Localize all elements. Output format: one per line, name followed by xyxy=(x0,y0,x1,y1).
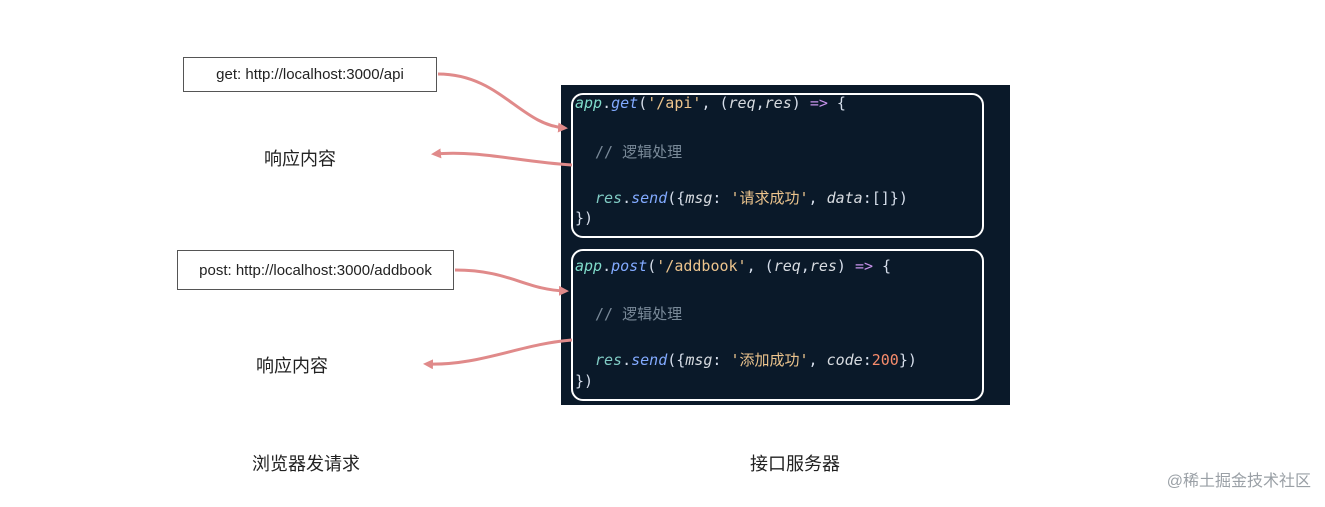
code-token: ({ xyxy=(667,189,686,207)
code-token: { xyxy=(873,257,892,275)
code-token: : xyxy=(712,351,731,369)
post-request-arrow xyxy=(454,268,569,296)
code-token: res xyxy=(764,94,792,112)
code-token: { xyxy=(827,94,846,112)
code-token: req xyxy=(728,94,756,112)
response-label-post: 响应内容 xyxy=(256,356,328,376)
code-token: : xyxy=(712,189,731,207)
code-token: code xyxy=(826,351,863,369)
code-token: '添加成功' xyxy=(730,351,809,369)
code-token: post xyxy=(611,257,648,275)
code-token: app xyxy=(575,257,603,275)
code-token: ( xyxy=(647,257,657,275)
get-end-line: }) xyxy=(575,209,594,227)
code-token: '/api' xyxy=(647,94,702,112)
code-token: }) xyxy=(898,351,917,369)
watermark: @稀土掘金技术社区 xyxy=(1166,473,1311,490)
post-end-line: }) xyxy=(575,372,594,390)
code-token: . xyxy=(602,94,612,112)
post-route-line: app.post('/addbook', (req,res) => { xyxy=(575,257,891,275)
browser-caption: 浏览器发请求 xyxy=(252,454,360,474)
code-token: => xyxy=(854,257,874,275)
code-token: , xyxy=(800,257,810,275)
code-token: msg xyxy=(685,189,713,207)
code-token: , xyxy=(755,94,765,112)
code-token: req xyxy=(773,257,801,275)
code-token: : xyxy=(862,351,872,369)
post-route-block xyxy=(571,249,984,401)
post-response-arrow xyxy=(423,338,573,370)
post-request-label: post: http://localhost:3000/addbook xyxy=(199,261,432,279)
code-token: :[]}) xyxy=(862,189,908,207)
post-request-box: post: http://localhost:3000/addbook xyxy=(177,250,454,290)
code-token: app xyxy=(575,94,603,112)
get-request-arrow xyxy=(437,72,568,133)
get-route-block xyxy=(571,93,984,238)
code-token: '/addbook' xyxy=(656,257,747,275)
response-label-get: 响应内容 xyxy=(264,149,336,169)
code-token: ({ xyxy=(667,351,686,369)
get-request-label: get: http://localhost:3000/api xyxy=(216,66,404,83)
get-comment-line: // 逻辑处理 xyxy=(595,143,683,161)
get-route-line: app.get('/api', (req,res) => { xyxy=(575,94,846,112)
code-token: data xyxy=(826,189,863,207)
code-token: send xyxy=(631,189,668,207)
code-token: get xyxy=(611,94,639,112)
code-token: 200 xyxy=(871,351,899,369)
code-token: , xyxy=(808,351,827,369)
code-token: res xyxy=(595,189,623,207)
code-token: '请求成功' xyxy=(730,189,809,207)
code-token: . xyxy=(622,351,632,369)
get-send-line: res.send({msg: '请求成功', data:[]}) xyxy=(595,187,908,208)
code-token: res xyxy=(809,257,837,275)
get-response-arrow xyxy=(431,148,573,167)
code-token: send xyxy=(631,351,668,369)
get-request-box: get: http://localhost:3000/api xyxy=(183,57,437,92)
code-token: res xyxy=(595,351,623,369)
code-token: ( xyxy=(638,94,648,112)
server-caption: 接口服务器 xyxy=(750,454,840,474)
code-token: . xyxy=(602,257,612,275)
post-comment-line: // 逻辑处理 xyxy=(595,305,683,323)
server-code-panel: app.get('/api', (req,res) => { // 逻辑处理 r… xyxy=(561,85,1010,405)
code-token: ) xyxy=(791,94,810,112)
code-token: , ( xyxy=(701,94,729,112)
code-token: => xyxy=(809,94,828,112)
code-token: , ( xyxy=(746,257,774,275)
code-token: . xyxy=(622,189,632,207)
post-send-line: res.send({msg: '添加成功', code:200}) xyxy=(595,349,917,370)
code-token: ) xyxy=(836,257,855,275)
code-token: , xyxy=(808,189,827,207)
code-token: msg xyxy=(685,351,713,369)
